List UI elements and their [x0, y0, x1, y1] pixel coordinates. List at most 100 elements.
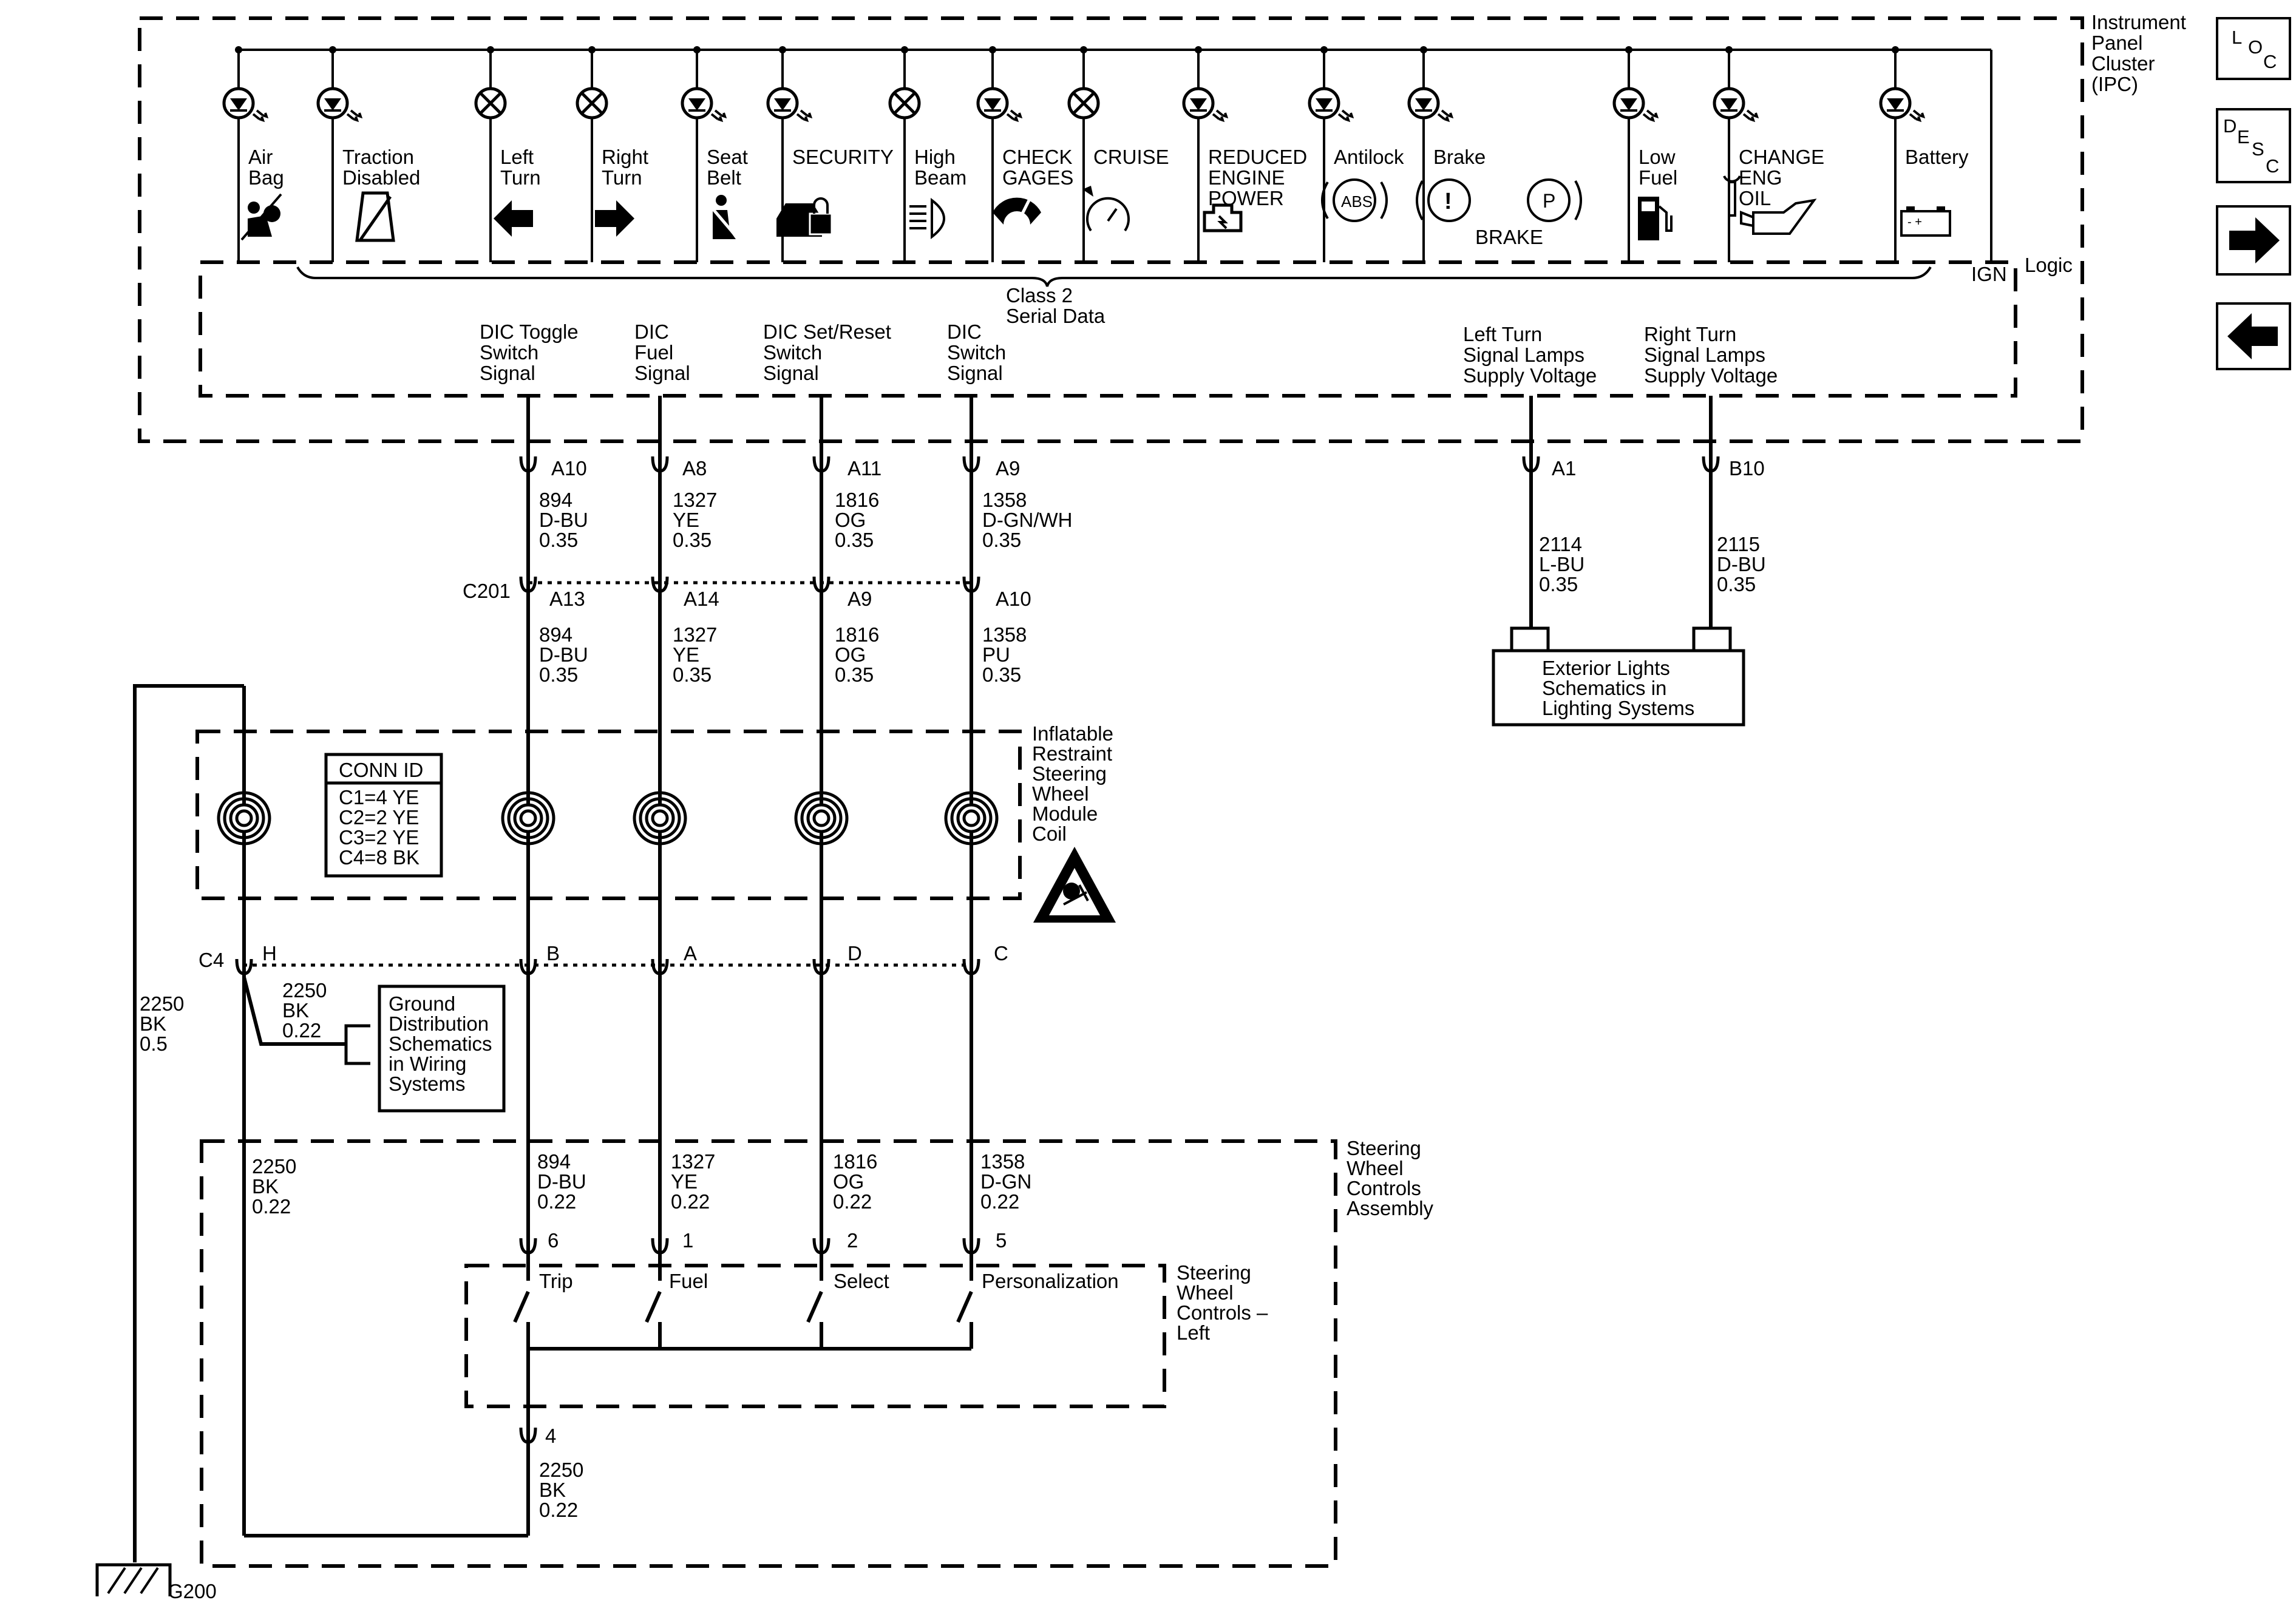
- coil-module-boundary: [195, 730, 1022, 900]
- connector-pin: [519, 576, 537, 601]
- connector-pin: [651, 1238, 669, 1263]
- h-splice-wire: [242, 977, 346, 1046]
- lamp-cruise-speedometer: CRUISE: [1067, 46, 1169, 262]
- pin-a1: A1: [1552, 457, 1576, 480]
- svg-text:D: D: [2223, 115, 2237, 137]
- exterior-lights-box[interactable]: [1492, 649, 1745, 727]
- wire-circuit-1816: [794, 396, 849, 1349]
- forward-button[interactable]: [2216, 205, 2291, 276]
- c4-pin-c: C: [994, 942, 1008, 964]
- class2-brace: [296, 266, 1932, 287]
- ground-distribution-box[interactable]: [378, 985, 506, 1113]
- abs-text: ABS: [1341, 192, 1373, 211]
- class2-label: Class 2 Serial Data: [1006, 284, 1106, 327]
- connector-pin: [519, 1238, 537, 1263]
- lamp-label: Brake: [1433, 146, 1486, 168]
- ground-wire: [133, 684, 244, 1562]
- left-arrow-icon: [494, 200, 533, 237]
- switch-trip-label: Trip: [539, 1270, 573, 1292]
- ground-symbol-icon: [95, 1563, 172, 1596]
- left-arrow-icon: [2227, 313, 2278, 359]
- ground-dist-connector: [344, 1024, 370, 1065]
- c201-pin-a14: A14: [684, 588, 719, 610]
- lamp-label: CRUISE: [1093, 146, 1169, 168]
- connector-pin: [812, 456, 830, 481]
- loc-button[interactable]: L O C: [2216, 17, 2291, 80]
- connector-pin: [812, 1238, 830, 1263]
- desc-button[interactable]: D E S C: [2216, 108, 2291, 183]
- lamp-label: Antilock: [1334, 146, 1404, 168]
- swc-pin-4: 4: [545, 1425, 556, 1447]
- lamp-label: Battery: [1905, 146, 1969, 168]
- c4-pin-b: B: [546, 942, 560, 964]
- pin-a10: A10: [551, 457, 587, 480]
- c4-pin-h: H: [262, 942, 277, 964]
- gage-icon: [993, 197, 1041, 226]
- c4-pin-d: D: [847, 942, 862, 964]
- back-button[interactable]: [2216, 302, 2291, 370]
- lamp-label: SECURITY: [792, 146, 894, 168]
- right-arrow-icon: [2229, 217, 2280, 263]
- c201-pin-a10: A10: [996, 588, 1031, 610]
- svg-text:O: O: [2248, 36, 2263, 58]
- wire-circuit-2115: [1702, 396, 1720, 628]
- svg-text:S: S: [2252, 138, 2264, 160]
- swc-left-boundary: [464, 1264, 1166, 1408]
- pin-a11: A11: [847, 457, 881, 480]
- cruise-speedometer-icon: [1082, 186, 1130, 232]
- svg-text:P: P: [1543, 190, 1555, 212]
- airbag-person-icon: [240, 193, 282, 241]
- wire-circuit-2114: [1522, 396, 1540, 628]
- lamp-battery: Battery - +: [1879, 46, 1969, 262]
- wire-circuit-1358: [944, 396, 999, 1349]
- svg-text:- +: - +: [1907, 215, 1922, 229]
- battery-icon: - +: [1900, 206, 1951, 237]
- logic-label: Logic: [2025, 254, 2073, 276]
- oil-can-icon: [1723, 175, 1817, 235]
- ipc-boundary: [138, 16, 2084, 443]
- ign-label: IGN: [1971, 263, 2007, 285]
- car-lock-icon: [776, 197, 833, 237]
- svg-text:C: C: [2266, 155, 2279, 177]
- pin-a9: A9: [996, 457, 1020, 480]
- svg-text:E: E: [2237, 126, 2250, 147]
- airbag-warning-icon: [1033, 847, 1116, 923]
- swc-assembly-boundary: [200, 1139, 1337, 1568]
- pin-b10: B10: [1729, 457, 1765, 480]
- switch-select-label: Select: [834, 1270, 889, 1292]
